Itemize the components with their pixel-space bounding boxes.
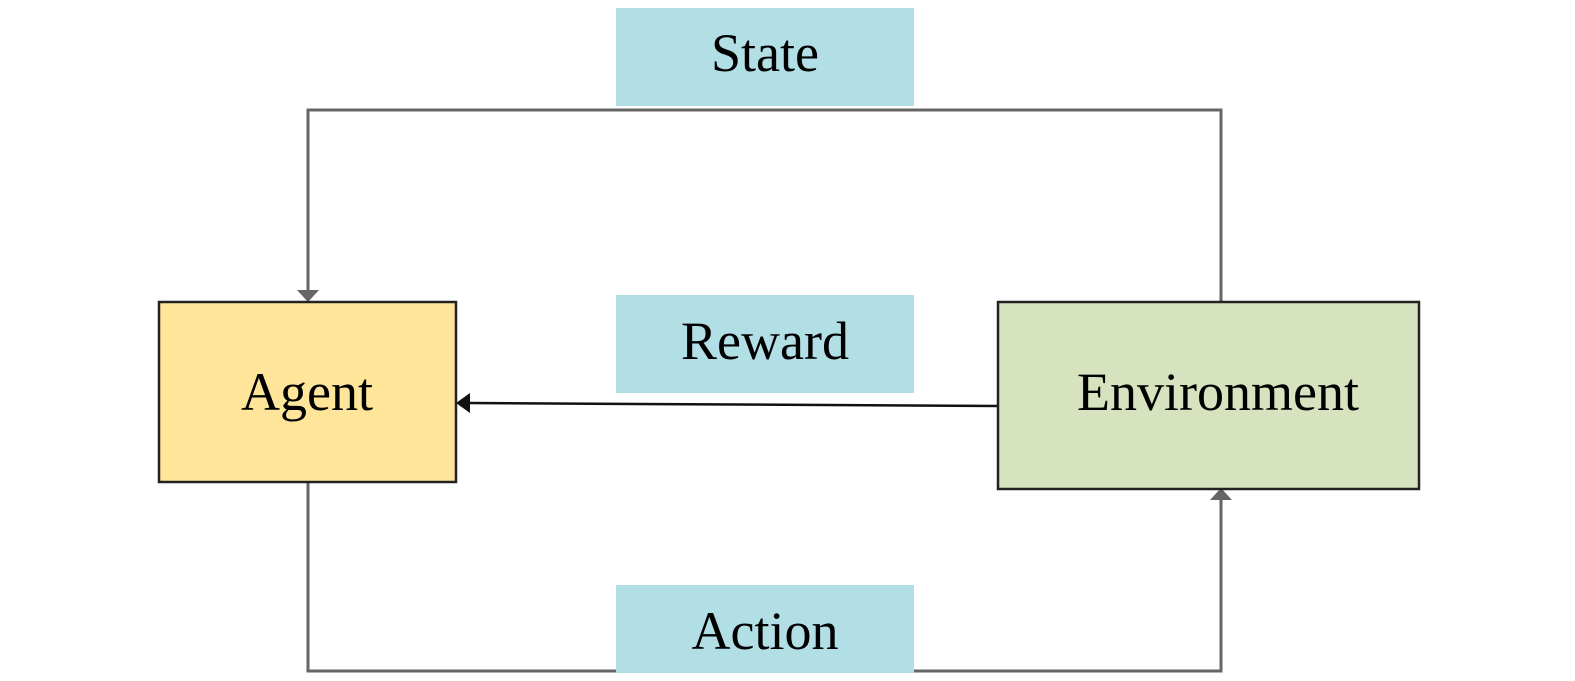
agent-node: Agent bbox=[157, 300, 458, 484]
reward-label-box: Reward bbox=[616, 295, 914, 393]
state-arrowhead bbox=[297, 290, 319, 302]
action-label-box: Action bbox=[616, 585, 914, 673]
environment-box bbox=[996, 300, 1421, 491]
state-label-background bbox=[616, 8, 914, 106]
state-connector bbox=[306, 108, 1223, 301]
state-label-box: State bbox=[616, 8, 914, 106]
action-label: Action bbox=[692, 601, 839, 661]
environment-label: Environment bbox=[1077, 362, 1359, 422]
agent-label: Agent bbox=[241, 362, 373, 422]
state-label: State bbox=[711, 23, 819, 83]
environment-node: Environment bbox=[996, 300, 1421, 491]
action-label-background bbox=[616, 585, 914, 673]
action-arrowhead bbox=[1210, 488, 1232, 500]
reward-label-background bbox=[616, 295, 914, 393]
reward-connector bbox=[467, 401, 999, 408]
reward-label: Reward bbox=[681, 311, 849, 371]
agent-box bbox=[157, 300, 458, 484]
reward-arrowhead bbox=[456, 393, 470, 413]
